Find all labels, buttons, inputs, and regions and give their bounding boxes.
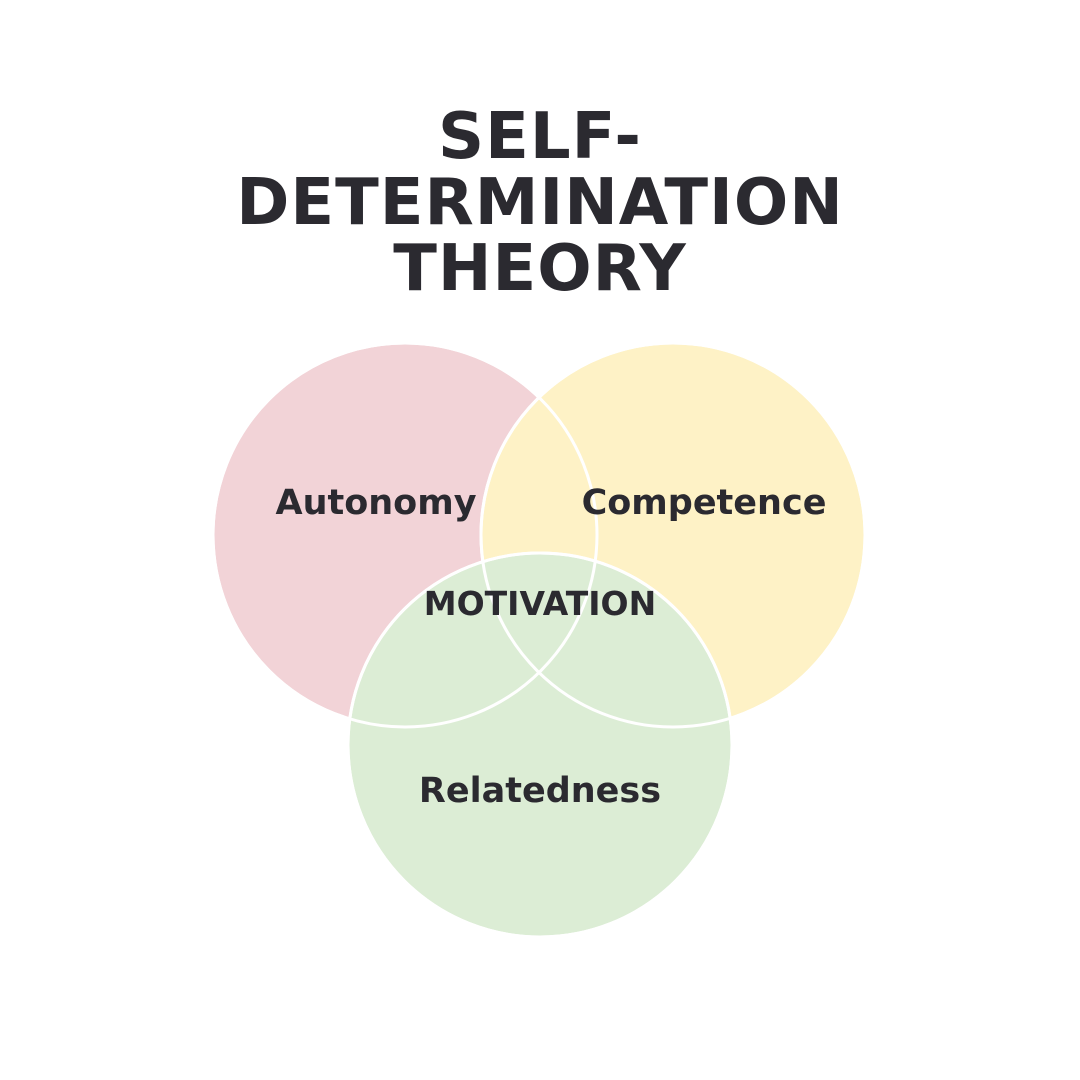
relatedness-outline — [346, 551, 734, 939]
title-line-3: THEORY — [393, 232, 687, 306]
title-line-2: DETERMINATION — [236, 166, 844, 240]
relatedness-label: Relatedness — [419, 771, 661, 811]
motivation-label: MOTIVATION — [424, 584, 656, 623]
competence-label: Competence — [582, 483, 827, 523]
title-line-1: SELF- — [438, 100, 642, 174]
autonomy-outline — [211, 341, 599, 729]
autonomy-label: Autonomy — [275, 483, 476, 523]
page-title: SELF- DETERMINATION THEORY — [0, 104, 1080, 302]
competence-outline — [479, 341, 867, 729]
